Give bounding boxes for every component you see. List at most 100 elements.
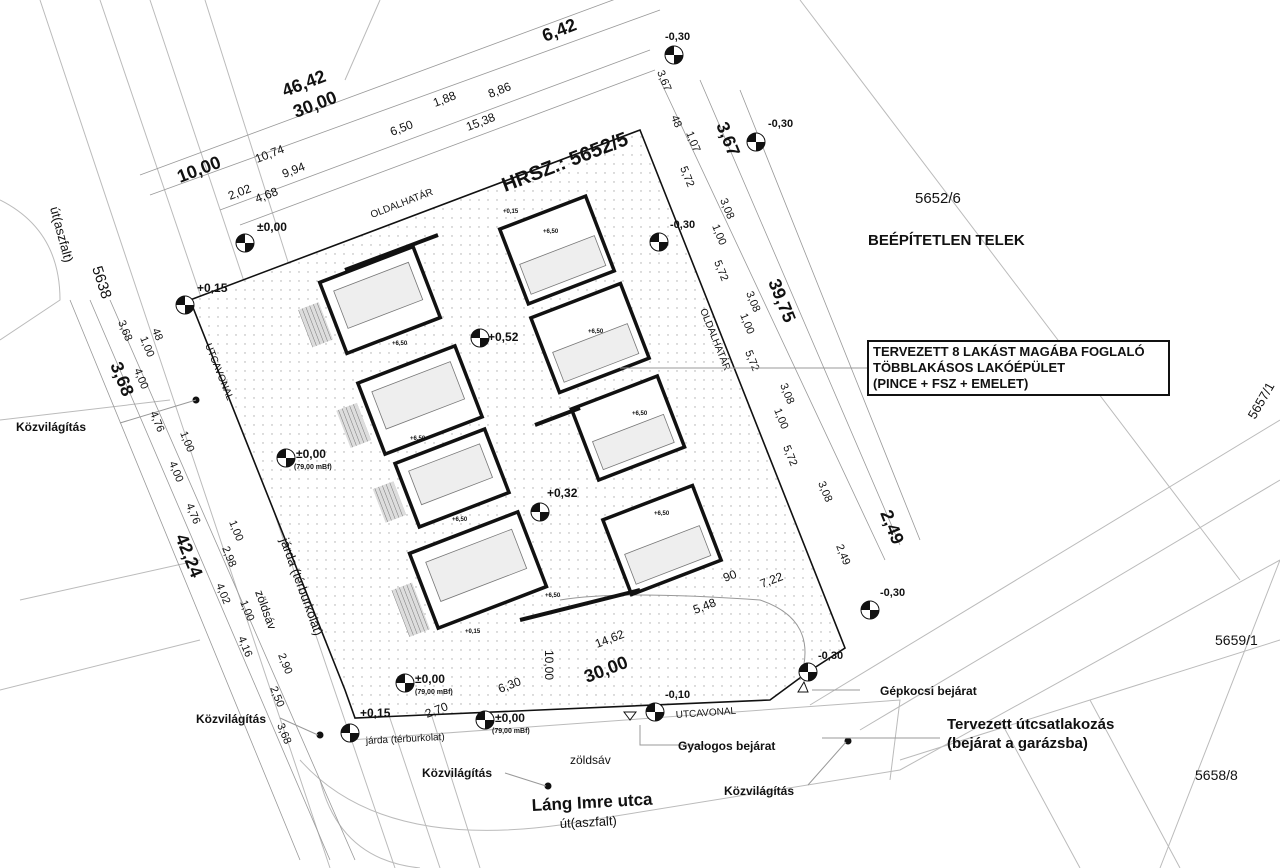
dimension-label: 48	[149, 327, 165, 343]
callout-line: (PINCE + FSZ + EMELET)	[873, 376, 1029, 391]
street-light-label: Közvilágítás	[422, 766, 492, 780]
level-label: ±0,00	[257, 220, 287, 234]
level-marker-icon	[798, 662, 818, 682]
level-label: +6,50	[588, 329, 604, 335]
neighbor-se1: 5659/1	[1215, 632, 1258, 648]
building-callout-box: TERVEZETT 8 LAKÁST MAGÁBA FOGLALÓ TÖBBLA…	[867, 340, 1170, 396]
level-marker-icon	[860, 600, 880, 620]
west-road-label: út(aszfalt)	[47, 205, 76, 264]
dimension-label: 2,49	[833, 543, 852, 567]
level-marker-icon	[235, 233, 255, 253]
building-unit-5	[497, 193, 617, 307]
dimension-label: 4,68	[253, 184, 280, 206]
pedestrian-entrance-icon	[623, 711, 637, 721]
level-label: +6,50	[392, 341, 408, 347]
level-marker-icon	[664, 45, 684, 65]
street-light-icon	[316, 731, 324, 739]
dimension-label: 9,94	[280, 159, 307, 181]
level-label: +6,50	[543, 229, 559, 235]
dimension-label: 5,72	[742, 349, 761, 373]
dimension-label: 3,67	[654, 69, 673, 93]
green-south-label: zöldsáv	[570, 753, 611, 767]
dimension-label: 4,00	[166, 460, 185, 484]
street-light-icon	[844, 737, 852, 745]
sidewalk-south-label: járda (térburkolat)	[365, 732, 445, 747]
boundary-label-bottom: UTCAVONAL	[675, 706, 736, 721]
dimension-label: 3,08	[777, 382, 796, 406]
building-unit-3	[372, 426, 512, 530]
dimension-label: 5,72	[711, 259, 730, 283]
dimension-label: 90	[721, 567, 739, 585]
level-markers	[175, 45, 880, 743]
level-label: +0,15	[360, 706, 391, 720]
dimension-label: 42,24	[171, 531, 206, 580]
dimension-label: 5,72	[677, 165, 696, 189]
building-unit-6	[528, 281, 652, 395]
dimension-label: 6,50	[388, 117, 415, 139]
level-label: +6,50	[410, 436, 426, 442]
dimension-label: 48	[668, 114, 684, 130]
dimension-label: 1,00	[709, 223, 728, 247]
neighbor-lot-number: 5652/6	[915, 190, 961, 207]
street-light-label: Közvilágítás	[724, 784, 794, 798]
street-lights	[119, 396, 852, 790]
level-label: ±0,00	[415, 672, 445, 686]
dimension-label: 1,00	[226, 519, 245, 543]
level-label: -0,30	[670, 219, 695, 231]
level-marker-icon	[276, 448, 296, 468]
planned-connection-sublabel: (bejárat a garázsba)	[947, 735, 1088, 752]
neighbor-se2: 5658/8	[1195, 767, 1238, 783]
level-marker-icon	[395, 673, 415, 693]
planned-connection-label: Tervezett útcsatlakozás	[947, 716, 1114, 733]
dimension-label: 10,00	[542, 650, 556, 680]
dimension-label: 3,68	[274, 722, 293, 746]
dimension-label: 2,50	[267, 685, 286, 709]
dimension-label: 1,00	[737, 312, 756, 336]
level-marker-icon	[645, 702, 665, 722]
dimension-label: 3,68	[115, 319, 134, 343]
street-light-label: Közvilágítás	[196, 712, 266, 726]
dimension-label: 3,67	[712, 119, 744, 159]
dimension-label: 3,08	[743, 290, 762, 314]
driveway-outline	[559, 594, 806, 681]
dimension-label: 3,68	[106, 359, 138, 399]
level-label: -0,30	[768, 118, 793, 130]
level-label: -0,30	[665, 31, 690, 43]
dimension-label: 1,07	[683, 130, 702, 154]
dimension-label: 4,16	[235, 635, 254, 659]
dimension-label: 8,86	[486, 79, 513, 101]
street-light-icon	[544, 782, 552, 790]
callout-line: TERVEZETT 8 LAKÁST MAGÁBA FOGLALÓ	[873, 344, 1145, 359]
dimension-label: 2,49	[876, 507, 908, 547]
level-label: +0,52	[488, 330, 519, 344]
building-unit-4	[391, 509, 549, 638]
building-unit-7	[569, 373, 687, 483]
street-light-label: Közvilágítás	[16, 420, 86, 434]
level-label: +6,50	[632, 411, 648, 417]
dimension-label: 6,42	[539, 15, 579, 46]
street-name: Láng Imre utca	[531, 790, 653, 815]
level-label: +0,15	[197, 281, 228, 295]
level-abs-label: (79,00 mBf)	[294, 464, 332, 471]
car-entrance-label: Gépkocsi bejárat	[880, 684, 977, 698]
level-label: +6,50	[452, 517, 468, 523]
dimension-label: 1,00	[771, 407, 790, 431]
dimension-label: 4,76	[147, 410, 166, 434]
level-label: ±0,00	[495, 711, 525, 725]
level-marker-icon	[475, 710, 495, 730]
level-label: -0,30	[880, 587, 905, 599]
level-label: +6,50	[545, 593, 561, 599]
level-abs-label: (79,00 mBf)	[415, 689, 453, 696]
level-marker-icon	[746, 132, 766, 152]
level-label: +6,50	[654, 511, 670, 517]
dimension-label: 39,75	[764, 276, 799, 325]
dimension-label: 3,08	[815, 480, 834, 504]
level-abs-label: (79,00 mBf)	[492, 728, 530, 735]
dimension-label: 2,90	[275, 652, 294, 676]
dimension-label: 1,00	[177, 430, 196, 454]
dimensions-top: 46,42 30,00 6,42 10,00	[174, 15, 579, 187]
pedestrian-entrance-label: Gyalogos bejárat	[678, 739, 775, 753]
level-label: +0,15	[465, 629, 481, 635]
car-entrance-icon	[797, 680, 809, 693]
